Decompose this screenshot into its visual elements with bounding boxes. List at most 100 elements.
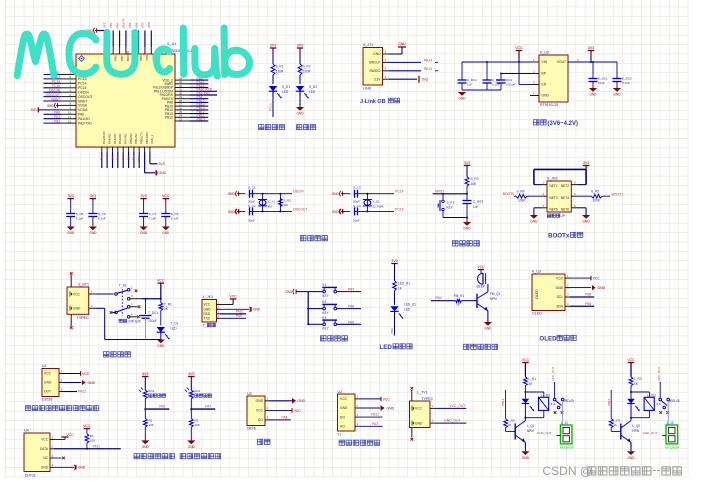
svg-text:OSCOUT: OSCOUT xyxy=(293,207,308,211)
svg-text:1: 1 xyxy=(432,404,434,408)
svg-text:10: 10 xyxy=(68,111,72,115)
svg-text:GND: GND xyxy=(44,381,52,385)
svg-text:PA7/AD: PA7/AD xyxy=(124,133,128,144)
svg-text:S_R1: S_R1 xyxy=(276,65,284,69)
svg-text:PA10: PA10 xyxy=(236,309,244,313)
svg-text:K_U3: K_U3 xyxy=(532,270,541,274)
svg-text:GND: GND xyxy=(86,29,94,33)
svg-text:S_R4: S_R4 xyxy=(517,190,525,194)
svg-text:JRD-05: JRD-05 xyxy=(669,399,680,403)
svg-text:510R: 510R xyxy=(276,70,284,74)
svg-text:2: 2 xyxy=(218,305,220,309)
svg-text:NET3: NET3 xyxy=(550,196,558,200)
svg-text:23: 23 xyxy=(179,117,183,121)
svg-text:OLED: OLED xyxy=(539,336,557,343)
svg-text:24: 24 xyxy=(179,114,183,118)
svg-text:GND: GND xyxy=(298,399,306,403)
svg-text:U2: U2 xyxy=(338,390,343,394)
svg-text:4: 4 xyxy=(52,463,54,467)
svg-text:T_R1: T_R1 xyxy=(164,302,172,306)
svg-text:220uF: 220uF xyxy=(148,319,157,323)
svg-text:VCC: VCC xyxy=(41,438,48,442)
svg-text:RT9193-33: RT9193-33 xyxy=(540,103,558,107)
svg-text:2: 2 xyxy=(574,181,576,185)
svg-text:PB0: PB0 xyxy=(126,155,130,161)
svg-text:PB12: PB12 xyxy=(165,116,173,120)
svg-text:SWDIO: SWDIO xyxy=(369,69,381,73)
svg-text:PA8: PA8 xyxy=(282,416,288,420)
svg-text:3: 3 xyxy=(61,387,63,391)
svg-text:VCC: VCC xyxy=(415,407,423,411)
svg-text:20pF: 20pF xyxy=(353,200,360,204)
svg-text:NRST: NRST xyxy=(435,189,444,193)
svg-text:PB12: PB12 xyxy=(197,110,205,114)
svg-text:OLED: OLED xyxy=(532,312,542,316)
svg-text:NRST: NRST xyxy=(51,97,60,101)
svg-text:3: 3 xyxy=(69,80,71,84)
svg-text:PB8: PB8 xyxy=(585,293,591,297)
svg-text:DIP-S2K: DIP-S2K xyxy=(129,319,142,323)
svg-text:L_R1: L_R1 xyxy=(528,377,536,381)
svg-text:PA1/XD: PA1/XD xyxy=(78,117,90,121)
svg-text:30pF: 30pF xyxy=(248,218,255,222)
svg-text:30pF: 30pF xyxy=(248,200,255,204)
svg-text:GND: GND xyxy=(89,231,97,235)
svg-text:S_D1: S_D1 xyxy=(282,85,290,89)
svg-text:2: 2 xyxy=(69,75,71,79)
svg-text:PA11 UD/DM: PA11 UD/DM xyxy=(154,90,174,94)
svg-text:GND: GND xyxy=(458,97,466,101)
svg-text:6: 6 xyxy=(574,204,576,208)
svg-text:S_C4: S_C4 xyxy=(353,204,361,208)
svg-text:PB7: PB7 xyxy=(120,55,124,61)
svg-text:PB11: PB11 xyxy=(371,413,379,417)
svg-text:3: 3 xyxy=(533,80,535,84)
svg-text:GND: GND xyxy=(613,93,621,97)
svg-text:VCC_OUT: VCC_OUT xyxy=(450,404,466,408)
svg-text:RXD: RXD xyxy=(204,312,211,316)
svg-text:3V3: 3V3 xyxy=(422,78,428,82)
svg-text:1: 1 xyxy=(567,274,569,278)
svg-text:PC13: PC13 xyxy=(78,77,87,81)
svg-text:11: 11 xyxy=(68,115,71,119)
svg-text:PA9 TXD: PA9 TXD xyxy=(197,91,211,95)
svg-text:GND: GND xyxy=(398,42,406,46)
svg-text:34: 34 xyxy=(179,77,183,81)
svg-text:PA8: PA8 xyxy=(167,101,173,105)
svg-text:PA12: PA12 xyxy=(197,80,205,84)
svg-text:PB9: PB9 xyxy=(134,22,138,28)
svg-text:4: 4 xyxy=(385,75,387,79)
svg-text:U3: U3 xyxy=(247,392,252,396)
svg-text:R1: R1 xyxy=(90,434,94,438)
svg-text:Pa12/USBDP: Pa12/USBDP xyxy=(153,86,174,90)
svg-text:3: 3 xyxy=(357,413,359,417)
svg-text:1K: 1K xyxy=(634,382,639,386)
svg-text:U4: U4 xyxy=(24,429,29,433)
svg-text:PA13: PA13 xyxy=(424,67,432,71)
svg-text:7: 7 xyxy=(69,97,71,101)
svg-text:1: 1 xyxy=(218,301,220,305)
svg-text:PB9: PB9 xyxy=(197,76,203,80)
svg-text:20pF: 20pF xyxy=(353,218,360,222)
svg-text:4: 4 xyxy=(574,192,576,196)
svg-text:VDDA: VDDA xyxy=(78,108,88,112)
svg-text:GND: GND xyxy=(589,93,597,97)
svg-text:4: 4 xyxy=(218,314,220,318)
svg-text:T_S1: T_S1 xyxy=(119,283,127,287)
svg-text:BOOT0: BOOT0 xyxy=(503,192,515,196)
svg-text:PB6: PB6 xyxy=(113,55,117,61)
svg-text:S_R2: S_R2 xyxy=(283,199,291,203)
svg-text:1: 1 xyxy=(357,395,359,399)
svg-text:PA2: PA2 xyxy=(54,119,60,123)
svg-text:PB13: PB13 xyxy=(165,112,173,116)
svg-text:VCC: VCC xyxy=(229,295,237,299)
svg-text:1K: 1K xyxy=(613,423,617,427)
svg-text:GND: GND xyxy=(598,286,606,290)
svg-text:TXD: TXD xyxy=(204,317,211,321)
svg-text:PC15: PC15 xyxy=(78,86,87,90)
svg-text:PA10/RX: PA10/RX xyxy=(160,93,174,97)
svg-text:L_J1: L_J1 xyxy=(561,421,568,425)
svg-text:PA1: PA1 xyxy=(54,115,60,119)
svg-text:GND_OUT: GND_OUT xyxy=(537,431,552,435)
svg-text:S_K1: S_K1 xyxy=(447,201,455,205)
svg-text:RG1: RG1 xyxy=(194,389,201,393)
